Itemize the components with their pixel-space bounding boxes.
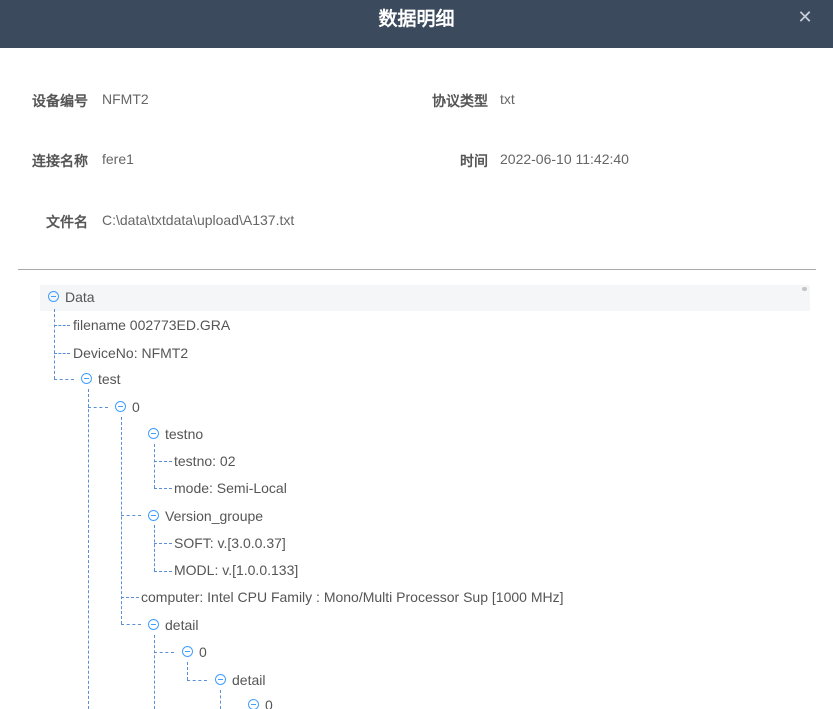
- collapse-icon[interactable]: [48, 291, 59, 302]
- tree-node-testno[interactable]: testno: [148, 424, 203, 444]
- tree-line: [220, 690, 221, 709]
- device-no-label-wrap: 设备编号: [0, 91, 88, 111]
- tree-node-modl[interactable]: MODL: v.[1.0.0.133]: [174, 560, 298, 580]
- tree-line: [154, 461, 172, 462]
- tree-line: [154, 571, 172, 572]
- tree-node-label: detail: [165, 617, 199, 633]
- tree-node-label: DeviceNo: NFMT2: [73, 345, 189, 361]
- tree-line: [154, 635, 155, 709]
- collapse-icon[interactable]: [115, 401, 126, 412]
- tree-node-soft[interactable]: SOFT: v.[3.0.0.37]: [174, 533, 286, 553]
- tree-node-label: MODL: v.[1.0.0.133]: [174, 562, 299, 578]
- tree-node-testno-value[interactable]: testno: 02: [174, 451, 236, 471]
- tree-node-detail[interactable]: detail: [148, 615, 198, 635]
- dialog-title: 数据明细: [378, 9, 455, 30]
- tree-line: [54, 379, 74, 380]
- tree-row-highlight: [40, 285, 810, 311]
- tree-line: [54, 353, 70, 354]
- tree-line: [121, 624, 141, 625]
- dialog-header: 数据明细 ✕: [0, 0, 833, 48]
- tree-node-label: testno: 02: [174, 453, 236, 469]
- tree-line: [154, 652, 174, 653]
- collapse-icon[interactable]: [81, 373, 92, 384]
- tree-line: [121, 515, 141, 516]
- tree-line: [121, 417, 122, 624]
- tree-node-deviceno[interactable]: DeviceNo: NFMT2: [73, 343, 188, 363]
- tree-node-detail-inner[interactable]: detail: [215, 670, 265, 690]
- protocol-label-wrap: 协议类型: [400, 91, 488, 111]
- tree-line: [154, 488, 172, 489]
- tree-node-label: filename 002773ED.GRA: [73, 317, 231, 333]
- tree-node-version-groupe[interactable]: Version_groupe: [148, 506, 263, 526]
- data-tree[interactable]: Data filename 002773ED.GRA DeviceNo: NFM…: [0, 283, 833, 709]
- tree-line: [154, 525, 155, 571]
- collapse-icon[interactable]: [148, 428, 159, 439]
- device-no-label: 设备编号: [32, 93, 88, 109]
- time-label: 时间: [460, 153, 488, 169]
- protocol-label: 协议类型: [432, 93, 488, 109]
- collapse-icon[interactable]: [148, 619, 159, 630]
- tree-node-label: Version_groupe: [165, 508, 264, 524]
- tree-node-label: computer: Intel CPU Family : Mono/Multi …: [141, 589, 564, 605]
- tree-node-detail-inner-0[interactable]: 0: [248, 695, 273, 709]
- tree-node-data[interactable]: Data: [48, 287, 95, 307]
- tree-line: [187, 680, 207, 681]
- tree-line: [88, 407, 108, 408]
- file-name-value: C:\data\txtdata\upload\A137.txt: [102, 212, 295, 228]
- collapse-icon[interactable]: [248, 699, 259, 709]
- protocol-value: txt: [500, 91, 515, 107]
- tree-node-label: mode: Semi-Local: [174, 480, 287, 496]
- tree-node-computer[interactable]: computer: Intel CPU Family : Mono/Multi …: [141, 587, 563, 607]
- tree-node-0[interactable]: 0: [115, 397, 140, 417]
- tree-node-label: 0: [132, 399, 140, 415]
- tree-node-label: SOFT: v.[3.0.0.37]: [174, 535, 286, 551]
- tree-line: [187, 662, 188, 680]
- tree-line: [54, 325, 70, 326]
- tree-node-mode[interactable]: mode: Semi-Local: [174, 478, 287, 498]
- tree-node-label: testno: [165, 426, 204, 442]
- tree-node-label: 0: [199, 644, 207, 660]
- tree-line: [121, 597, 139, 598]
- tree-line: [154, 444, 155, 488]
- file-name-label-wrap: 文件名: [0, 212, 88, 232]
- time-label-wrap: 时间: [400, 151, 488, 171]
- file-name-label: 文件名: [46, 214, 88, 230]
- tree-line: [54, 309, 55, 379]
- tree-node-label: Data: [65, 289, 95, 305]
- conn-name-value: fere1: [102, 151, 134, 167]
- tree-node-label: test: [98, 371, 121, 387]
- collapse-icon[interactable]: [215, 674, 226, 685]
- time-value: 2022-06-10 11:42:40: [500, 151, 629, 167]
- tree-line: [88, 389, 89, 709]
- tree-node-detail-0[interactable]: 0: [182, 642, 207, 662]
- divider: [18, 269, 816, 270]
- tree-line: [154, 543, 172, 544]
- conn-name-label: 连接名称: [32, 153, 88, 169]
- scrollbar-thumb[interactable]: [802, 287, 807, 291]
- tree-node-label: 0: [265, 697, 273, 709]
- tree-node-test[interactable]: test: [81, 369, 121, 389]
- conn-name-label-wrap: 连接名称: [0, 151, 88, 171]
- collapse-icon[interactable]: [148, 510, 159, 521]
- tree-node-filename[interactable]: filename 002773ED.GRA: [73, 315, 230, 335]
- collapse-icon[interactable]: [182, 646, 193, 657]
- close-icon[interactable]: ✕: [797, 7, 813, 27]
- device-no-value: NFMT2: [102, 91, 149, 107]
- tree-node-label: detail: [232, 672, 266, 688]
